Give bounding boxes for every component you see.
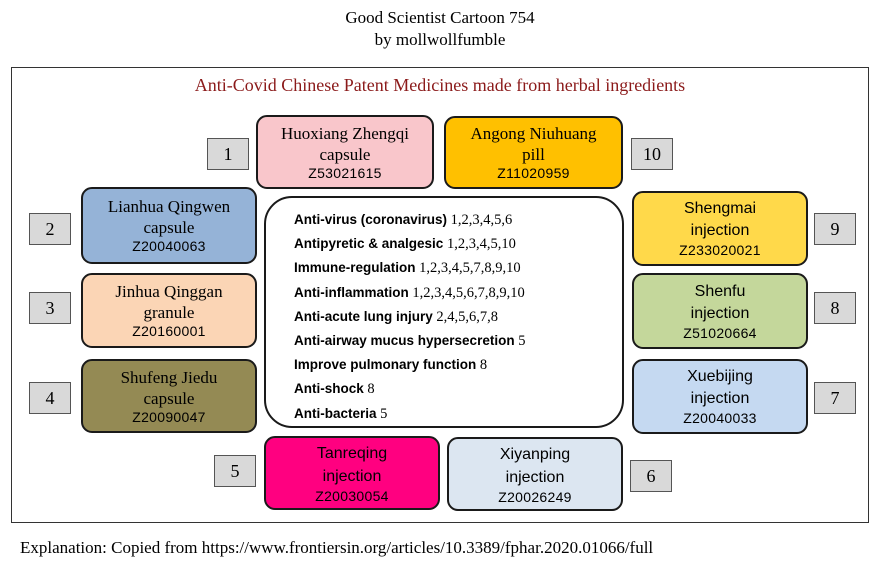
effect-row: Anti-acute lung injury 2,4,5,6,7,8 [294,305,622,329]
effect-label: Anti-virus (coronavirus) [294,212,448,227]
medicine-name: Shufeng Jiedu capsule [120,367,218,408]
effect-refs: 1,2,3,4,5,6,7,8,9,10 [412,284,525,301]
medicine-code: Z20090047 [132,408,206,425]
medicine-code: Z233020021 [679,242,761,258]
medicine-box-2: Lianhua Qingwen capsule Z20040063 [81,187,257,264]
effect-label: Anti-acute lung injury [294,308,433,324]
number-box-9: 9 [814,213,856,245]
number-box-2: 2 [29,213,71,245]
diagram-title: Anti-Covid Chinese Patent Medicines made… [194,75,686,95]
effect-label: Anti-shock [294,381,364,397]
number-box-1: 1 [207,138,249,170]
effect-refs: 1,2,3,4,5,6 [450,212,513,228]
effect-refs: 1,2,3,4,5,10 [446,236,516,253]
medicine-box-5: Tanreqing injection Z20030054 [264,436,440,510]
cartoon-byline: by mollwollfumble [374,30,506,49]
medicine-code: Z20030054 [315,487,389,504]
medicine-box-7: Xuebijing injection Z20040033 [632,359,808,434]
diagram-frame [11,67,869,523]
medicine-name: Xiyanping injection [499,445,571,486]
medicine-name: Shenfu injection [690,282,750,322]
explanation-text: Explanation: Copied from https://www.fro… [20,538,654,557]
number-box-5: 5 [214,455,256,487]
effect-label: Anti-airway mucus hypersecretion [294,333,515,349]
effect-row: Antipyretic & analgesic 1,2,3,4,5,10 [294,232,622,256]
effect-label: Anti-bacteria [294,405,377,421]
medicine-box-3: Jinhua Qinggan granule Z20160001 [81,273,257,348]
medicine-name: Jinhua Qinggan granule [115,282,223,322]
medicine-name: Xuebijing injection [687,368,753,407]
number-box-3: 3 [29,292,71,324]
medicine-box-4: Shufeng Jiedu capsule Z20090047 [81,359,257,433]
medicine-box-1: Huoxiang Zhengqi capsule Z53021615 [256,115,434,189]
effect-refs: 2,4,5,6,7,8 [436,308,499,325]
medicine-code: Z20160001 [132,323,206,339]
medicine-code: Z20026249 [498,488,572,505]
effect-refs: 8 [367,381,375,398]
effect-row: Anti-airway mucus hypersecretion 5 [294,329,622,353]
effect-label: Anti-inflammation [294,284,409,300]
effect-row: Improve pulmonary function 8 [294,353,622,377]
effect-refs: 8 [479,357,488,374]
effect-row: Anti-shock 8 [294,377,622,401]
effect-refs: 5 [518,333,526,350]
medicine-name: Huoxiang Zhengqi capsule [281,123,409,164]
number-box-4: 4 [29,382,71,414]
number-box-8: 8 [814,292,856,324]
effect-row: Anti-bacteria 5 [294,402,622,426]
effect-refs: 1,2,3,4,5,7,8,9,10 [419,260,521,277]
medicine-box-9: Shengmai injection Z233020021 [632,191,808,266]
medicine-code: Z51020664 [683,324,757,341]
number-box-7: 7 [814,382,856,414]
medicine-code: Z11020959 [497,165,570,181]
number-box-10: 10 [631,138,673,170]
effect-label: Antipyretic & analgesic [294,236,444,252]
medicine-box-6: Xiyanping injection Z20026249 [447,437,623,511]
effect-refs: 5 [380,405,388,422]
medicine-code: Z20040063 [132,238,206,254]
effect-row: Anti-virus (coronavirus) 1,2,3,4,5,6 [294,208,622,232]
medicine-code: Z53021615 [308,164,382,181]
medicine-name: Tanreqing injection [316,444,388,485]
cartoon-title: Good Scientist Cartoon 754 [345,8,535,27]
medicine-code: Z20040033 [683,410,757,426]
effect-row: Anti-inflammation 1,2,3,4,5,6,7,8,9,10 [294,281,622,305]
effects-box: Anti-virus (coronavirus) 1,2,3,4,5,6 Ant… [264,196,624,428]
medicine-box-8: Shenfu injection Z51020664 [632,273,808,349]
medicine-name: Lianhua Qingwen capsule [107,197,231,237]
medicine-name: Angong Niuhuang pill [470,124,597,164]
effect-label: Immune-regulation [294,260,416,276]
medicine-name: Shengmai injection [683,200,757,239]
effect-row: Immune-regulation 1,2,3,4,5,7,8,9,10 [294,256,622,280]
effect-label: Improve pulmonary function [294,357,477,373]
number-box-6: 6 [630,460,672,492]
medicine-box-10: Angong Niuhuang pill Z11020959 [444,116,623,189]
